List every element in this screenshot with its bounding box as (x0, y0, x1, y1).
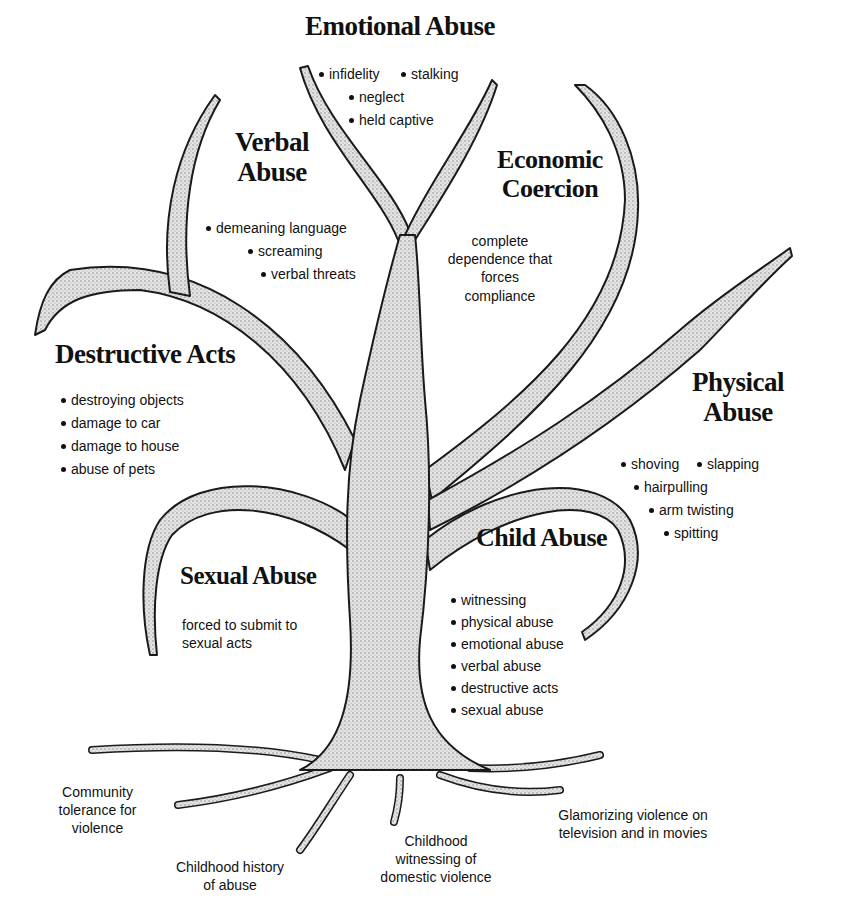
bullet-item: held captive (348, 112, 434, 128)
branches (35, 66, 792, 770)
text-label: Glamorizing violence on television and i… (558, 806, 708, 842)
bullet-item: damage to house (60, 438, 179, 454)
bullet-item: neglect (348, 89, 404, 105)
root (178, 768, 330, 805)
root (300, 775, 350, 850)
bullet-item: stalking (400, 66, 458, 82)
bullet-item: arm twisting (648, 502, 734, 518)
bullet-item: shoving (620, 456, 679, 472)
branch (167, 95, 220, 296)
root (300, 775, 350, 850)
bullet-item: demeaning language (205, 220, 347, 236)
root (440, 775, 560, 792)
bullet-item: destructive acts (450, 680, 558, 696)
root (394, 778, 400, 822)
branch-heading: Economic Coercion (488, 146, 612, 203)
root (470, 755, 600, 768)
text-label: complete dependence that forces complian… (445, 232, 555, 305)
bullet-item: witnessing (450, 592, 526, 608)
bullet-item: spitting (663, 525, 718, 541)
branch (425, 488, 638, 640)
branch-heading: Child Abuse (476, 524, 607, 553)
branch (143, 486, 352, 655)
bullet-item: damage to car (60, 415, 161, 431)
branch-heading: Sexual Abuse (180, 562, 316, 590)
root (470, 755, 600, 768)
bullet-item: infidelity (318, 66, 380, 82)
bullet-item: emotional abuse (450, 636, 564, 652)
branch (425, 85, 638, 500)
bullet-item: screaming (247, 243, 323, 259)
branch-heading: Destructive Acts (55, 340, 235, 370)
branch (35, 267, 355, 470)
branch-heading: Emotional Abuse (300, 12, 500, 42)
text-label: Childhood witnessing of domestic violenc… (372, 832, 500, 887)
branch (405, 80, 497, 240)
bullet-item: verbal threats (260, 266, 356, 282)
bullet-item: slapping (696, 456, 759, 472)
root (92, 747, 320, 760)
root (440, 775, 560, 792)
bullet-item: sexual abuse (450, 702, 544, 718)
bullet-item: destroying objects (60, 392, 184, 408)
branch-heading: Physical Abuse (682, 368, 794, 427)
root (92, 747, 320, 760)
bullet-item: verbal abuse (450, 658, 541, 674)
branch (300, 66, 410, 240)
root (178, 768, 330, 805)
branch-heading: Verbal Abuse (230, 128, 314, 187)
text-label: Community tolerance for violence (40, 783, 155, 838)
text-label: Childhood history of abuse (170, 858, 290, 894)
root (394, 778, 400, 822)
bullet-item: physical abuse (450, 614, 554, 630)
bullet-item: abuse of pets (60, 461, 155, 477)
bullet-item: hairpulling (633, 479, 708, 495)
text-label: forced to submit to sexual acts (182, 616, 317, 652)
